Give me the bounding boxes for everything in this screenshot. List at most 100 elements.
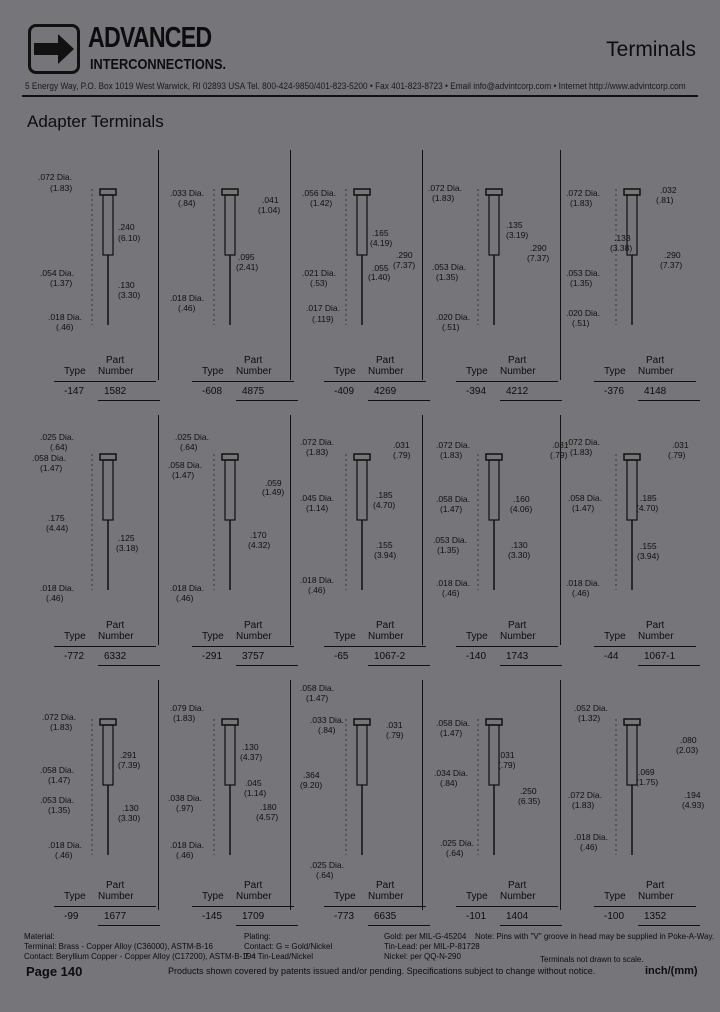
part-header: Part xyxy=(376,355,395,366)
dimension-label: (1.83) xyxy=(570,198,593,208)
column-divider xyxy=(158,680,159,910)
dimension-label: .018 Dia. xyxy=(436,578,471,588)
spec-nickel: Nickel: per QQ-N-290 xyxy=(384,952,461,961)
dimension-label: (4.70) xyxy=(636,503,659,513)
part-number-value: 1067-2 xyxy=(374,651,406,662)
part-header: Part xyxy=(646,355,665,366)
dimension-label: .130 xyxy=(118,280,135,290)
materials-terminal: Terminal: Brass - Copper Alloy (C36000),… xyxy=(24,942,213,951)
column-divider xyxy=(422,415,423,645)
table-rule xyxy=(638,925,700,926)
dimension-label: (1.83) xyxy=(440,450,463,460)
number-header: Number xyxy=(98,366,134,377)
dimension-label: .021 Dia. xyxy=(302,268,337,278)
table-rule xyxy=(594,906,696,907)
part-header: Part xyxy=(646,880,665,891)
dimension-label: (9.20) xyxy=(300,780,323,790)
type-value: -101 xyxy=(466,911,487,922)
part-header: Part xyxy=(646,620,665,631)
type-header: Type xyxy=(604,891,626,902)
dimension-label: (1.04) xyxy=(258,205,281,215)
terminal-pin-drawing xyxy=(91,188,117,325)
dimension-label: .025 Dia. xyxy=(440,838,475,848)
dimension-label: (.46) xyxy=(580,842,598,852)
dimension-label: .125 xyxy=(118,533,135,543)
dimension-label: .130 xyxy=(511,540,528,550)
number-header: Number xyxy=(236,891,272,902)
table-rule xyxy=(192,906,294,907)
dimension-label: (.46) xyxy=(442,588,460,598)
part-number-value: 6635 xyxy=(374,911,397,922)
number-header: Number xyxy=(638,631,674,642)
dimension-label: .185 xyxy=(640,493,657,503)
dimension-label: .160 xyxy=(513,494,530,504)
dimension-label: (.84) xyxy=(318,725,336,735)
table-rule xyxy=(324,381,426,382)
table-rule xyxy=(500,400,562,401)
part-header: Part xyxy=(376,620,395,631)
part-number-value: 1067-1 xyxy=(644,651,676,662)
dimension-label: .072 Dia. xyxy=(42,712,77,722)
dimension-label: .072 Dia. xyxy=(38,172,73,182)
dimension-label: .058 Dia. xyxy=(436,718,471,728)
dimension-label: (.119) xyxy=(312,314,334,324)
dimension-label: .025 Dia. xyxy=(310,860,345,870)
part-number-value: 4148 xyxy=(644,386,667,397)
table-rule xyxy=(368,400,430,401)
dimension-label: (1.83) xyxy=(432,193,455,203)
dimension-label: .079 Dia. xyxy=(170,703,205,713)
table-rule xyxy=(54,646,156,647)
part-header: Part xyxy=(244,880,263,891)
dimension-label: (4.57) xyxy=(256,812,279,822)
part-number-value: 1743 xyxy=(506,651,529,662)
dimension-label: (1.47) xyxy=(572,503,595,513)
dimension-label: .054 Dia. xyxy=(40,268,75,278)
type-value: -608 xyxy=(202,386,223,397)
dimension-label: (3.38) xyxy=(610,243,633,253)
dimension-label: (1.47) xyxy=(48,775,71,785)
dimension-label: .080 xyxy=(680,735,697,745)
column-divider xyxy=(290,680,291,910)
terminal-pin-drawing xyxy=(477,188,503,325)
table-rule xyxy=(638,665,700,666)
table-rule xyxy=(54,906,156,907)
dimension-label: .069 xyxy=(638,767,655,777)
table-rule xyxy=(456,906,558,907)
dimension-label: (.51) xyxy=(572,318,590,328)
plating-tin: T = Tin-Lead/Nickel xyxy=(244,952,313,961)
dimension-label: .058 Dia. xyxy=(300,683,335,693)
dimension-label: (.64) xyxy=(180,442,198,452)
column-divider xyxy=(422,680,423,910)
dimension-label: .072 Dia. xyxy=(300,437,335,447)
spec-gold: Gold: per MIL-G-45204 xyxy=(384,932,467,941)
type-value: -773 xyxy=(334,911,355,922)
part-header: Part xyxy=(508,880,527,891)
dimension-label: .038 Dia. xyxy=(168,793,203,803)
dimension-label: (.46) xyxy=(56,322,74,332)
dimension-label: (4.37) xyxy=(240,752,263,762)
dimension-label: (1.49) xyxy=(262,487,285,497)
dimension-label: .185 xyxy=(376,490,393,500)
type-header: Type xyxy=(202,366,224,377)
dimension-label: (1.83) xyxy=(50,722,73,732)
table-rule xyxy=(368,925,430,926)
terminal-pin-drawing xyxy=(213,188,239,325)
table-rule xyxy=(236,925,298,926)
part-header: Part xyxy=(244,355,263,366)
dimension-label: .052 Dia. xyxy=(574,703,609,713)
type-value: -394 xyxy=(466,386,487,397)
dimension-label: .053 Dia. xyxy=(432,262,467,272)
table-rule xyxy=(594,646,696,647)
terminal-pin-drawing xyxy=(345,453,371,590)
type-header: Type xyxy=(466,366,488,377)
dimension-label: .018 Dia. xyxy=(48,312,83,322)
dimension-label: .020 Dia. xyxy=(566,308,601,318)
dimension-label: .291 xyxy=(120,750,137,760)
dimension-label: (.46) xyxy=(572,588,590,598)
dimension-label: .072 Dia. xyxy=(428,183,463,193)
part-header: Part xyxy=(508,620,527,631)
type-header: Type xyxy=(466,891,488,902)
